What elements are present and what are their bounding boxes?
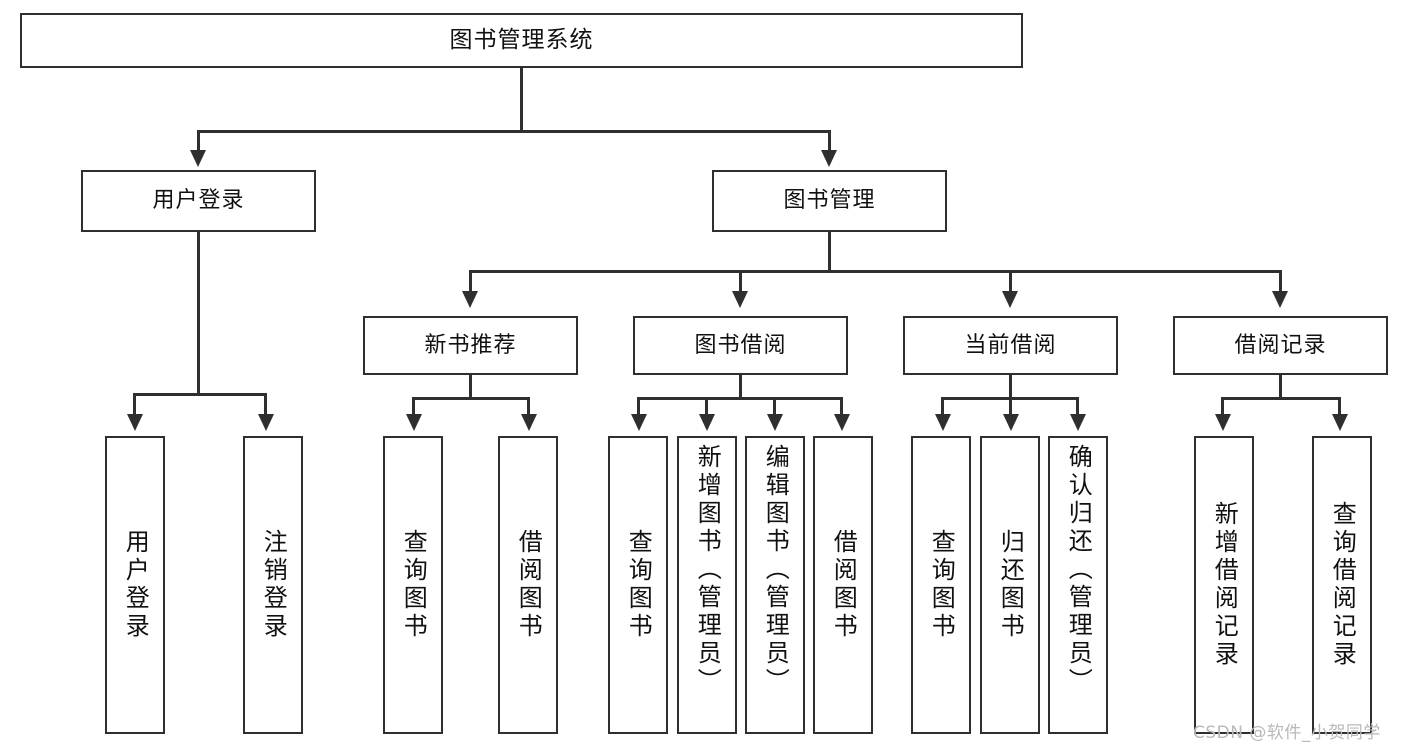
connector-new-book-bus <box>412 397 530 400</box>
connector-user-login-drop-1 <box>264 393 267 417</box>
leaf-current-borrow-confirm-return-admin[interactable]: 确认归还（管理员） <box>1048 436 1108 734</box>
leaf-label: 新增图书（管理员） <box>693 444 722 696</box>
connector-level3-drop-2 <box>1009 270 1012 294</box>
connector-borrow-record-drop-0 <box>1221 397 1224 417</box>
connector-borrow-record-stem <box>1279 375 1282 399</box>
node-user-login[interactable]: 用户登录 <box>81 170 316 232</box>
node-label: 用户登录 <box>152 188 245 214</box>
leaf-label: 查询图书 <box>927 529 956 641</box>
connector-user-login-stem <box>197 232 200 395</box>
leaf-book-borrow-add-book-admin[interactable]: 新增图书（管理员） <box>677 436 737 734</box>
leaf-borrow-record-add-record[interactable]: 新增借阅记录 <box>1194 436 1254 734</box>
connector-root-stem <box>520 68 523 132</box>
arrow-to-current-borrow <box>1002 291 1018 308</box>
connector-level3-drop-3 <box>1279 270 1282 294</box>
leaf-label: 借阅图书 <box>829 529 858 641</box>
node-label: 新书推荐 <box>424 332 517 358</box>
leaf-label: 新增借阅记录 <box>1210 501 1239 669</box>
arrow-to-new-book-recommend <box>462 291 478 308</box>
node-book-borrow[interactable]: 图书借阅 <box>633 316 848 375</box>
node-label: 图书管理系统 <box>449 27 594 54</box>
connector-book-borrow-bus <box>637 397 843 400</box>
leaf-label: 编辑图书（管理员） <box>761 444 790 696</box>
arrow-to-leaf-book-borrow-1 <box>699 414 715 431</box>
connector-new-book-stem <box>469 375 472 399</box>
leaf-book-borrow-borrow-book[interactable]: 借阅图书 <box>813 436 873 734</box>
connector-level2-bus <box>197 130 830 133</box>
arrow-to-user-login <box>190 150 206 167</box>
leaf-label: 用户登录 <box>121 529 150 641</box>
arrow-to-borrow-record <box>1272 291 1288 308</box>
leaf-label: 查询图书 <box>624 529 653 641</box>
leaf-label: 确认归还（管理员） <box>1064 444 1093 696</box>
arrow-to-leaf-borrow-record-0 <box>1215 414 1231 431</box>
node-label: 图书管理 <box>783 188 876 214</box>
connector-new-book-drop-0 <box>412 397 415 417</box>
arrow-to-leaf-current-borrow-1 <box>1003 414 1019 431</box>
connector-borrow-record-drop-1 <box>1338 397 1341 417</box>
arrow-to-leaf-book-borrow-3 <box>834 414 850 431</box>
connector-current-borrow-drop-0 <box>941 397 944 417</box>
connector-current-borrow-stem <box>1009 375 1012 399</box>
arrow-to-leaf-current-borrow-0 <box>935 414 951 431</box>
arrow-to-book-management <box>821 150 837 167</box>
node-label: 图书借阅 <box>694 332 787 358</box>
connector-level3-drop-1 <box>739 270 742 294</box>
leaf-label: 查询图书 <box>399 529 428 641</box>
node-label: 借阅记录 <box>1234 332 1327 358</box>
connector-book-borrow-drop-1 <box>705 397 708 417</box>
connector-book-management-stem <box>828 232 831 272</box>
node-borrow-record[interactable]: 借阅记录 <box>1173 316 1388 375</box>
connector-level2-drop-left <box>197 130 200 153</box>
connector-user-login-bus <box>133 393 267 396</box>
leaf-label: 注销登录 <box>259 529 288 641</box>
connector-current-borrow-drop-2 <box>1076 397 1079 417</box>
connector-book-borrow-drop-3 <box>840 397 843 417</box>
leaf-new-book-query-book[interactable]: 查询图书 <box>383 436 443 734</box>
node-book-management[interactable]: 图书管理 <box>712 170 947 232</box>
leaf-user-login-user-login[interactable]: 用户登录 <box>105 436 165 734</box>
leaf-book-borrow-query-book[interactable]: 查询图书 <box>608 436 668 734</box>
leaf-new-book-borrow-book[interactable]: 借阅图书 <box>498 436 558 734</box>
arrow-to-leaf-borrow-record-1 <box>1332 414 1348 431</box>
connector-level3-bus <box>469 270 1281 273</box>
leaf-label: 查询借阅记录 <box>1328 501 1357 669</box>
arrow-to-leaf-current-borrow-2 <box>1070 414 1086 431</box>
arrow-to-leaf-user-login-0 <box>127 414 143 431</box>
connector-book-borrow-drop-0 <box>637 397 640 417</box>
connector-new-book-drop-1 <box>527 397 530 417</box>
arrow-to-leaf-book-borrow-0 <box>631 414 647 431</box>
arrow-to-leaf-book-borrow-2 <box>767 414 783 431</box>
connector-user-login-drop-0 <box>133 393 136 417</box>
arrow-to-leaf-new-book-1 <box>521 414 537 431</box>
node-current-borrow[interactable]: 当前借阅 <box>903 316 1118 375</box>
node-new-book-recommend[interactable]: 新书推荐 <box>363 316 578 375</box>
leaf-borrow-record-query-record[interactable]: 查询借阅记录 <box>1312 436 1372 734</box>
connector-level2-drop-right <box>828 130 831 153</box>
leaf-current-borrow-query-book[interactable]: 查询图书 <box>911 436 971 734</box>
connector-book-borrow-stem <box>739 375 742 399</box>
leaf-label: 借阅图书 <box>514 529 543 641</box>
leaf-current-borrow-return-book[interactable]: 归还图书 <box>980 436 1040 734</box>
connector-borrow-record-bus <box>1221 397 1341 400</box>
leaf-book-borrow-edit-book-admin[interactable]: 编辑图书（管理员） <box>745 436 805 734</box>
node-root-book-management-system[interactable]: 图书管理系统 <box>20 13 1023 68</box>
connector-book-borrow-drop-2 <box>773 397 776 417</box>
leaf-user-login-logout[interactable]: 注销登录 <box>243 436 303 734</box>
connector-current-borrow-drop-1 <box>1009 397 1012 417</box>
arrow-to-leaf-new-book-0 <box>406 414 422 431</box>
arrow-to-leaf-user-login-1 <box>258 414 274 431</box>
connector-level3-drop-0 <box>469 270 472 294</box>
csdn-watermark: CSDN @软件_小贺同学 <box>1193 723 1381 743</box>
arrow-to-book-borrow <box>732 291 748 308</box>
node-label: 当前借阅 <box>964 332 1057 358</box>
leaf-label: 归还图书 <box>996 529 1025 641</box>
